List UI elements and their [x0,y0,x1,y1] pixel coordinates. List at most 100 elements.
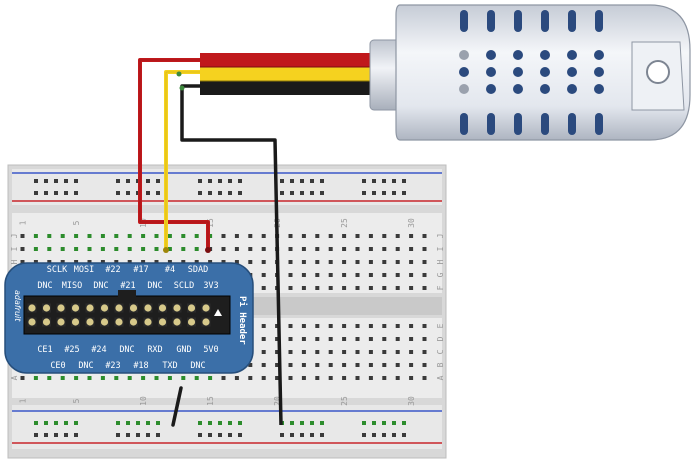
vent-hole [486,67,496,77]
breadboard-hole [228,191,232,195]
breadboard-hole [395,286,400,290]
pin-label: SCLD [174,281,194,291]
breadboard-hole [382,191,386,195]
breadboard-hole [60,376,65,380]
breadboard-hole [34,179,38,183]
breadboard-hole [342,286,347,290]
breadboard-hole [301,350,306,354]
breadboard-hole [141,260,146,264]
vent-hole [594,84,604,94]
breadboard-hole [395,273,400,277]
breadboard-hole [248,234,253,238]
breadboard-hole [328,337,333,341]
breadboard-hole [310,179,314,183]
breadboard-hole [372,433,376,437]
breadboard-hole [315,247,320,251]
breadboard-hole [328,286,333,290]
breadboard-hole [392,421,396,425]
breadboard-hole [372,421,376,425]
pin-label: 3V3 [203,281,218,291]
breadboard-hole [382,234,387,238]
breadboard-hole [60,234,65,238]
breadboard-hole [328,350,333,354]
breadboard-hole [395,234,400,238]
breadboard-hole [368,234,373,238]
pin-label: #18 [133,361,148,371]
breadboard-hole [301,324,306,328]
breadboard-hole [208,179,212,183]
row-letter: I [436,246,445,251]
breadboard-hole [47,234,52,238]
vent-slot [514,10,522,32]
breadboard-hole [154,247,159,251]
breadboard-hole [198,421,202,425]
pin1-marker-icon [214,309,222,316]
breadboard-hole [167,234,172,238]
breadboard-hole [382,324,387,328]
vent-hole [594,67,604,77]
breadboard-hole [20,260,25,264]
breadboard-hole [355,286,360,290]
breadboard-hole [194,247,199,251]
vent-hole [513,84,523,94]
breadboard-hole [328,273,333,277]
breadboard-hole [74,376,79,380]
breadboard-hole [114,247,119,251]
breadboard-hole [156,421,160,425]
breadboard-hole [74,191,78,195]
column-number: 30 [407,218,416,228]
vent-hole [540,84,550,94]
breadboard-hole [402,191,406,195]
wires [138,58,283,427]
breadboard-hole [280,179,284,183]
breadboard-hole [355,337,360,341]
breadboard-hole [310,191,314,195]
breadboard-hole [288,324,293,328]
breadboard-hole [141,234,146,238]
breadboard-hole [126,421,130,425]
breadboard-hole [382,363,387,367]
breadboard-hole [60,260,65,264]
breadboard-hole [288,247,293,251]
pin-label: #21 [120,281,135,291]
header-pin [71,318,80,326]
breadboard-hole [300,179,304,183]
breadboard-hole [261,286,266,290]
breadboard-hole [342,247,347,251]
header-pin [173,318,181,326]
breadboard-hole [409,286,414,290]
breadboard-hole [64,421,68,425]
breadboard-hole [409,376,414,380]
pin-label: DNC [147,281,162,291]
breadboard-hole [47,376,52,380]
breadboard-hole [238,433,242,437]
breadboard-hole [261,247,266,251]
gnd-jumper-wire [171,386,183,427]
breadboard-hole [342,260,347,264]
pin-label: CE1 [37,345,52,355]
header-pin [28,304,36,312]
pi-header-title: Pi Header [237,296,248,345]
breadboard-hole [126,179,130,183]
breadboard-hole [372,179,376,183]
sensor-vent-holes [459,10,604,135]
breadboard-hole [382,247,387,251]
breadboard-hole [141,376,146,380]
header-pin [71,304,80,312]
breadboard-hole [100,247,105,251]
breadboard-hole [422,350,427,354]
row-letter: J [10,234,19,239]
breadboard-hole [218,433,222,437]
breadboard-hole [54,191,58,195]
breadboard-hole [342,273,347,277]
header-pin [86,304,94,312]
breadboard-hole [392,433,396,437]
pin-label: DNC [93,281,108,291]
breadboard-hole [320,191,324,195]
breadboard-hole [402,179,406,183]
breadboard-hole [392,179,396,183]
breadboard-hole [218,179,222,183]
column-number: 20 [273,396,282,406]
breadboard-hole [395,350,400,354]
